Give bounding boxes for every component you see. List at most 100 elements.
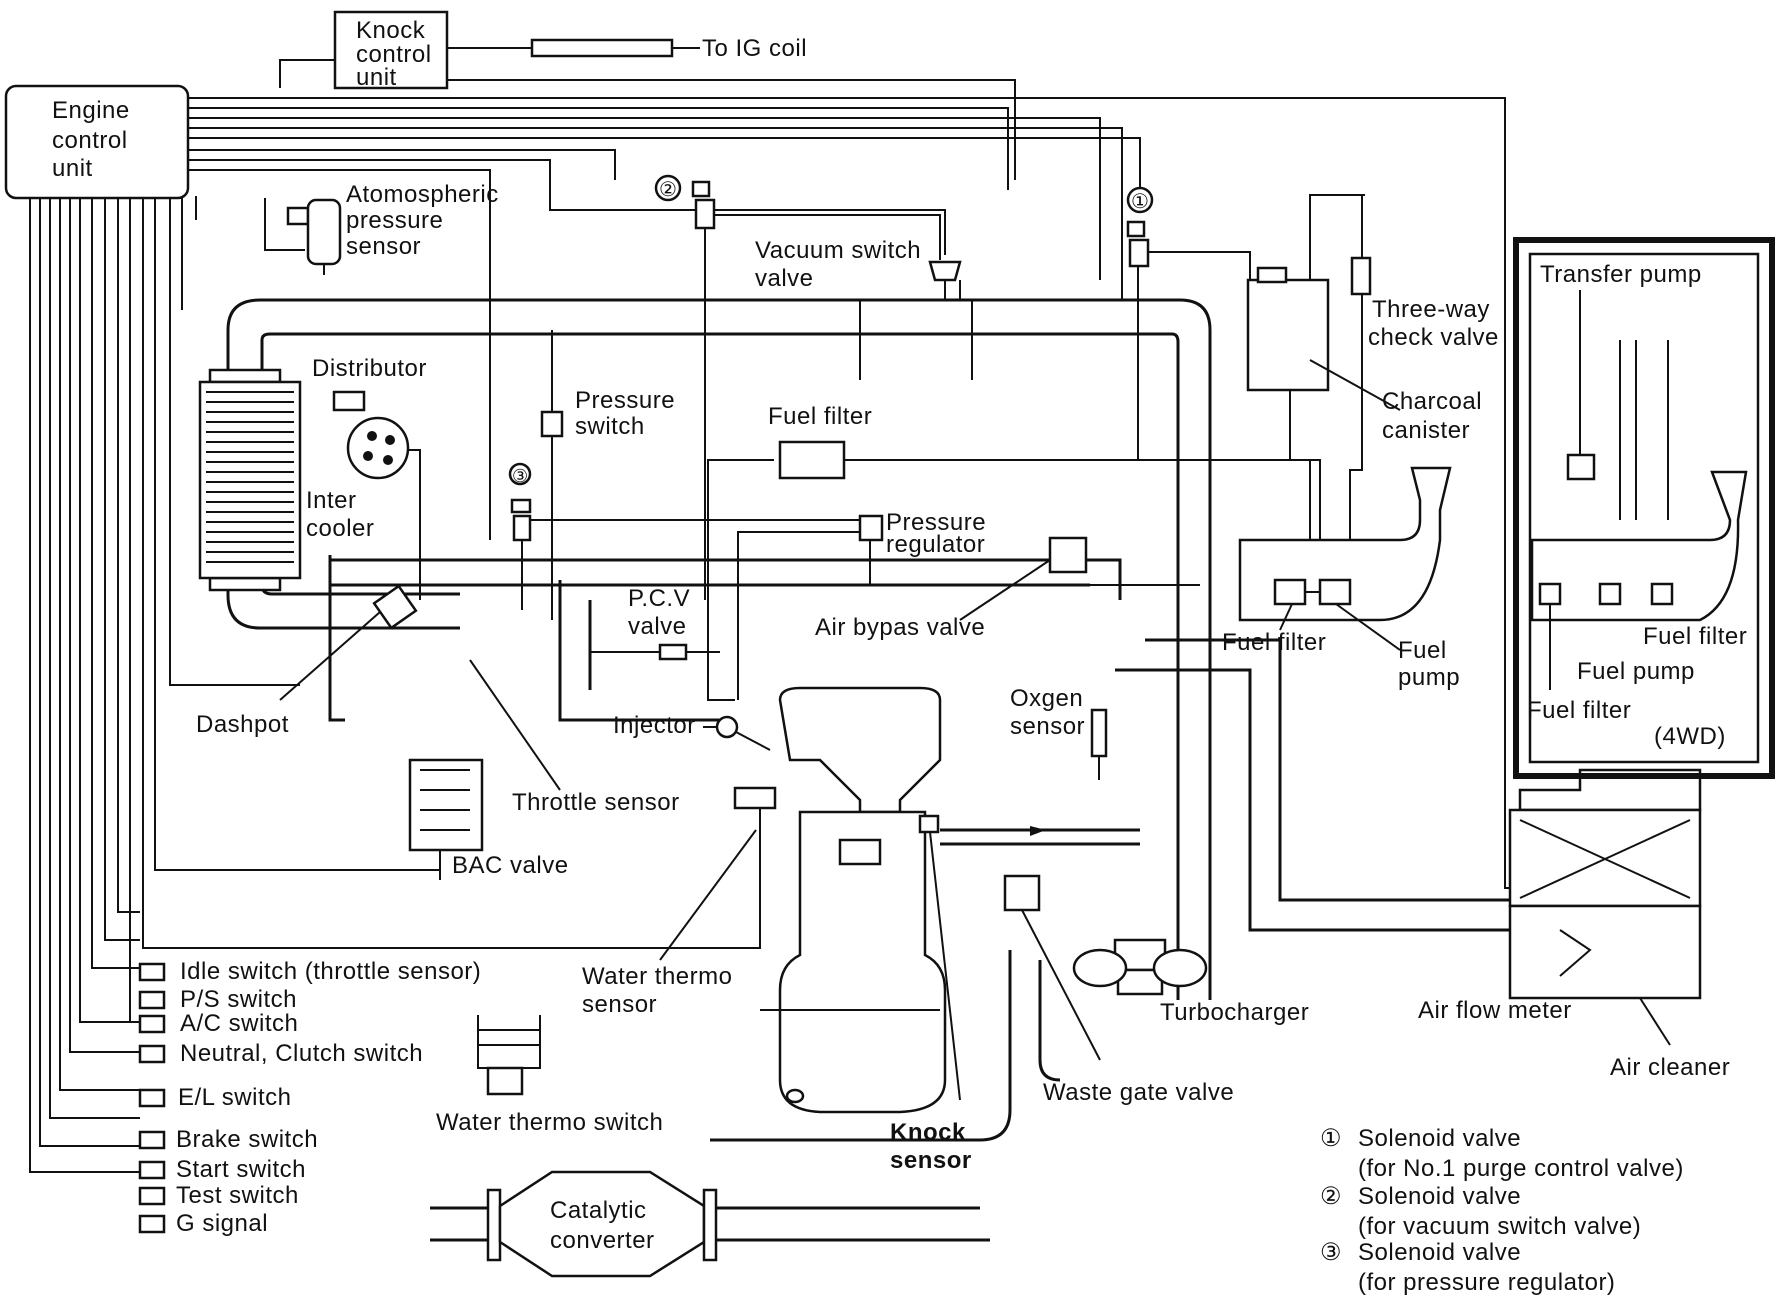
dashpot-label: Dashpot [196,711,289,738]
vsv-label-line2: valve [755,265,814,292]
switch-idle: Idle switch (throttle sensor) [180,958,481,985]
water-thermo-sensor-label-line2: sensor [582,991,657,1018]
knock-control-unit: Knock control unit To IG coil [333,10,807,91]
switch-brake: Brake switch [176,1126,318,1153]
awd-fuel-filter-right-label: Fuel filter [1643,623,1747,650]
legend-3-mark: ③ [1320,1239,1342,1266]
switch-el: E/L switch [178,1084,291,1111]
solenoid-1-marker: ① [1131,191,1149,213]
legend-1-line2: (for No.1 purge control valve) [1358,1155,1684,1182]
water-thermo-switch: Water thermo switch [436,1015,663,1136]
knock-sensor-label-line2: sensor [890,1147,972,1174]
canister-label-line2: canister [1382,417,1470,444]
kcu-label-line3: unit [356,64,397,91]
legend-1-mark: ① [1320,1125,1342,1152]
to-ig-coil-label: To IG coil [702,35,807,62]
solenoid-valve-3: ③ [508,462,871,610]
switch-ac: A/C switch [180,1010,298,1037]
injector-label: Injector [613,712,696,739]
distributor-label: Distributor [312,355,427,382]
switch-g-signal: G signal [176,1210,268,1237]
switch-ps: P/S switch [180,986,297,1013]
switch-start: Start switch [176,1156,306,1183]
legend-2-line2: (for vacuum switch valve) [1358,1213,1641,1240]
legend-2-line1: Solenoid valve [1358,1183,1521,1210]
twcv-label-line2: check valve [1368,324,1499,351]
tank-fuel-pump-label-line2: pump [1398,664,1460,691]
vsv-label-line1: Vacuum switch [755,237,921,264]
injector: Injector [613,712,771,751]
awd-fuel-filter-left-label: Fuel filter [1527,697,1631,724]
atm-sensor-label-line2: pressure [346,207,443,234]
oxygen-sensor-label-line2: sensor [1010,713,1085,740]
engine-control-unit: Engine control unit [4,84,190,200]
intercooler-label-line2: cooler [306,515,374,542]
air-cleaner: Air flow meter Air cleaner [1418,768,1730,1081]
legend-3-line1: Solenoid valve [1358,1239,1521,1266]
pressure-switch-label-line2: switch [575,413,645,440]
vacuum-switch-valve: Vacuum switch valve [755,237,973,380]
atmospheric-pressure-sensor: Atomospheric pressure sensor [286,181,499,275]
awd-fuel-pump-label: Fuel pump [1577,658,1695,685]
air-bypass-valve-label: Air bypas valve [815,614,985,641]
intercooler-label-line1: Inter [306,487,357,514]
switch-test: Test switch [176,1182,299,1209]
pcv-label-line1: P.C.V [628,585,690,612]
tank-fuel-pump-label-line1: Fuel [1398,637,1447,664]
charcoal-canister: Charcoal canister [1246,194,1482,540]
solenoid-2-marker: ② [659,179,677,201]
atm-sensor-label-line3: sensor [346,233,421,260]
pressure-regulator-label-line1: Pressure [886,509,986,536]
catalytic-converter-label-line2: converter [550,1227,655,1254]
catalytic-converter: Catalytic converter [430,1170,990,1278]
throttle-sensor-label: Throttle sensor [512,789,680,816]
water-thermo-sensor-label-line1: Water thermo [582,963,732,990]
air-cleaner-label: Air cleaner [1610,1054,1730,1081]
ecu-label-line2: control [52,127,128,154]
switch-list: Idle switch (throttle sensor) P/S switch… [138,958,481,1237]
engine: Water thermo sensor Knock sensor [582,686,972,1174]
solenoid-3-marker: ③ [512,466,529,486]
kcu-label-line2: control [356,41,432,68]
fuel-filter-main-label: Fuel filter [768,403,872,430]
canister-label-line1: Charcoal [1382,388,1482,415]
intercooler: Inter cooler [198,368,374,592]
tank-fuel-filter-label: Fuel filter [1222,629,1326,656]
oxygen-sensor: Oxgen sensor [1010,685,1108,780]
dashpot: Dashpot [196,584,418,738]
pressure-switch: Pressure switch [540,330,675,620]
ecu-label-line3: unit [52,155,93,182]
air-flow-meter-label: Air flow meter [1418,997,1572,1024]
pcv-valve: P.C.V valve [590,585,720,661]
fuel-filter-main: Fuel filter [707,403,1321,701]
air-bypass-valve: Air bypas valve [815,536,1088,641]
legend-3-line2: (for pressure regulator) [1358,1269,1615,1296]
throttle-chamber: Throttle sensor BAC valve [408,659,680,880]
oxygen-sensor-label-line1: Oxgen [1010,685,1083,712]
waste-gate-valve: Waste gate valve [1003,874,1234,1106]
atm-sensor-label-line1: Atomospheric [346,181,499,208]
solenoid-valve-2: ② [654,174,941,600]
kcu-label-line1: Knock [356,17,426,44]
ecu-label-line1: Engine [52,97,130,124]
pressure-regulator-label-line2: regulator [886,531,985,558]
legend-1-line1: Solenoid valve [1358,1125,1521,1152]
turbocharger: Turbocharger [710,826,1309,1142]
solenoid-legend: ① Solenoid valve (for No.1 purge control… [1320,1125,1684,1296]
pcv-label-line2: valve [628,613,687,640]
awd-note-label: (4WD) [1654,723,1726,750]
switch-neutral-clutch: Neutral, Clutch switch [180,1040,423,1067]
pressure-switch-label-line1: Pressure [575,387,675,414]
fuel-tank: Fuel filter Fuel pump [1222,466,1460,691]
twcv-label-line1: Three-way [1372,296,1490,323]
water-thermo-switch-label: Water thermo switch [436,1109,663,1136]
waste-gate-valve-label: Waste gate valve [1043,1079,1234,1106]
distributor: Distributor [312,355,427,600]
solenoid-valve-1: ① [1126,186,1251,460]
knock-sensor-label-line1: Knock [890,1119,966,1146]
three-way-check-valve: Three-way check valve [1349,195,1499,540]
catalytic-converter-label-line1: Catalytic [550,1197,647,1224]
bac-valve-label: BAC valve [452,852,569,879]
awd-inset: Transfer pump Fuel filter Fuel pump Fuel… [1513,237,1775,779]
